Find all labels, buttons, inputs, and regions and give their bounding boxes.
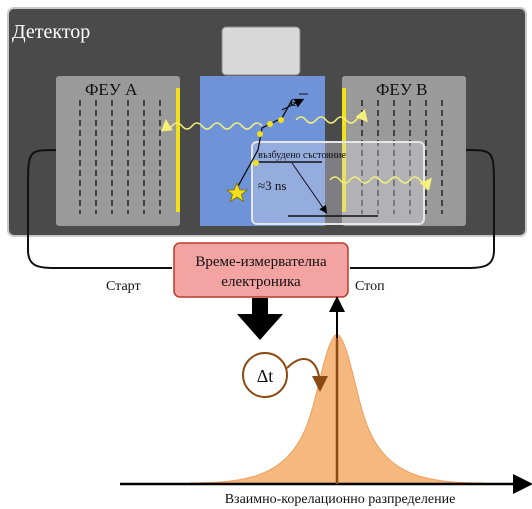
- x-axis-label: Взаимно-корелационно разпределение: [225, 492, 456, 507]
- start-label: Старт: [106, 279, 141, 294]
- photon-to-pmt-a: [160, 119, 263, 132]
- output-arrow: [237, 298, 283, 340]
- pmt-a-label: ФЕУ А: [85, 80, 138, 99]
- detector-title: Детектор: [12, 21, 90, 43]
- delta-t-arrow: [286, 357, 328, 392]
- interaction-points: [253, 117, 284, 166]
- cable-stop: [350, 149, 495, 269]
- electronics-line1: Време-измервателна: [195, 254, 327, 270]
- electronics-line2: електроника: [221, 274, 301, 290]
- cable-start: [27, 149, 172, 269]
- source-star-icon: [225, 181, 249, 203]
- excited-state-label: възбудено състояние: [258, 150, 346, 161]
- pmt-b: [342, 76, 466, 226]
- photon-from-excited: [329, 176, 432, 191]
- delta-t-circle: [242, 352, 288, 398]
- timing-electronics-box: [173, 242, 349, 298]
- pmt-b-label: ФЕУ В: [376, 80, 427, 99]
- stop-label: Стоп: [355, 279, 385, 294]
- photon-to-pmt-b: [295, 109, 368, 124]
- delta-t-label: Δt: [257, 366, 274, 386]
- pmt-a: [56, 76, 180, 226]
- lifetime-label: ≈3 ns: [258, 178, 286, 193]
- electron-track: [236, 99, 293, 189]
- top-block: [221, 26, 301, 76]
- decay-arrow: [291, 162, 328, 214]
- scintillator: [200, 76, 325, 226]
- electron-label: e: [290, 94, 297, 110]
